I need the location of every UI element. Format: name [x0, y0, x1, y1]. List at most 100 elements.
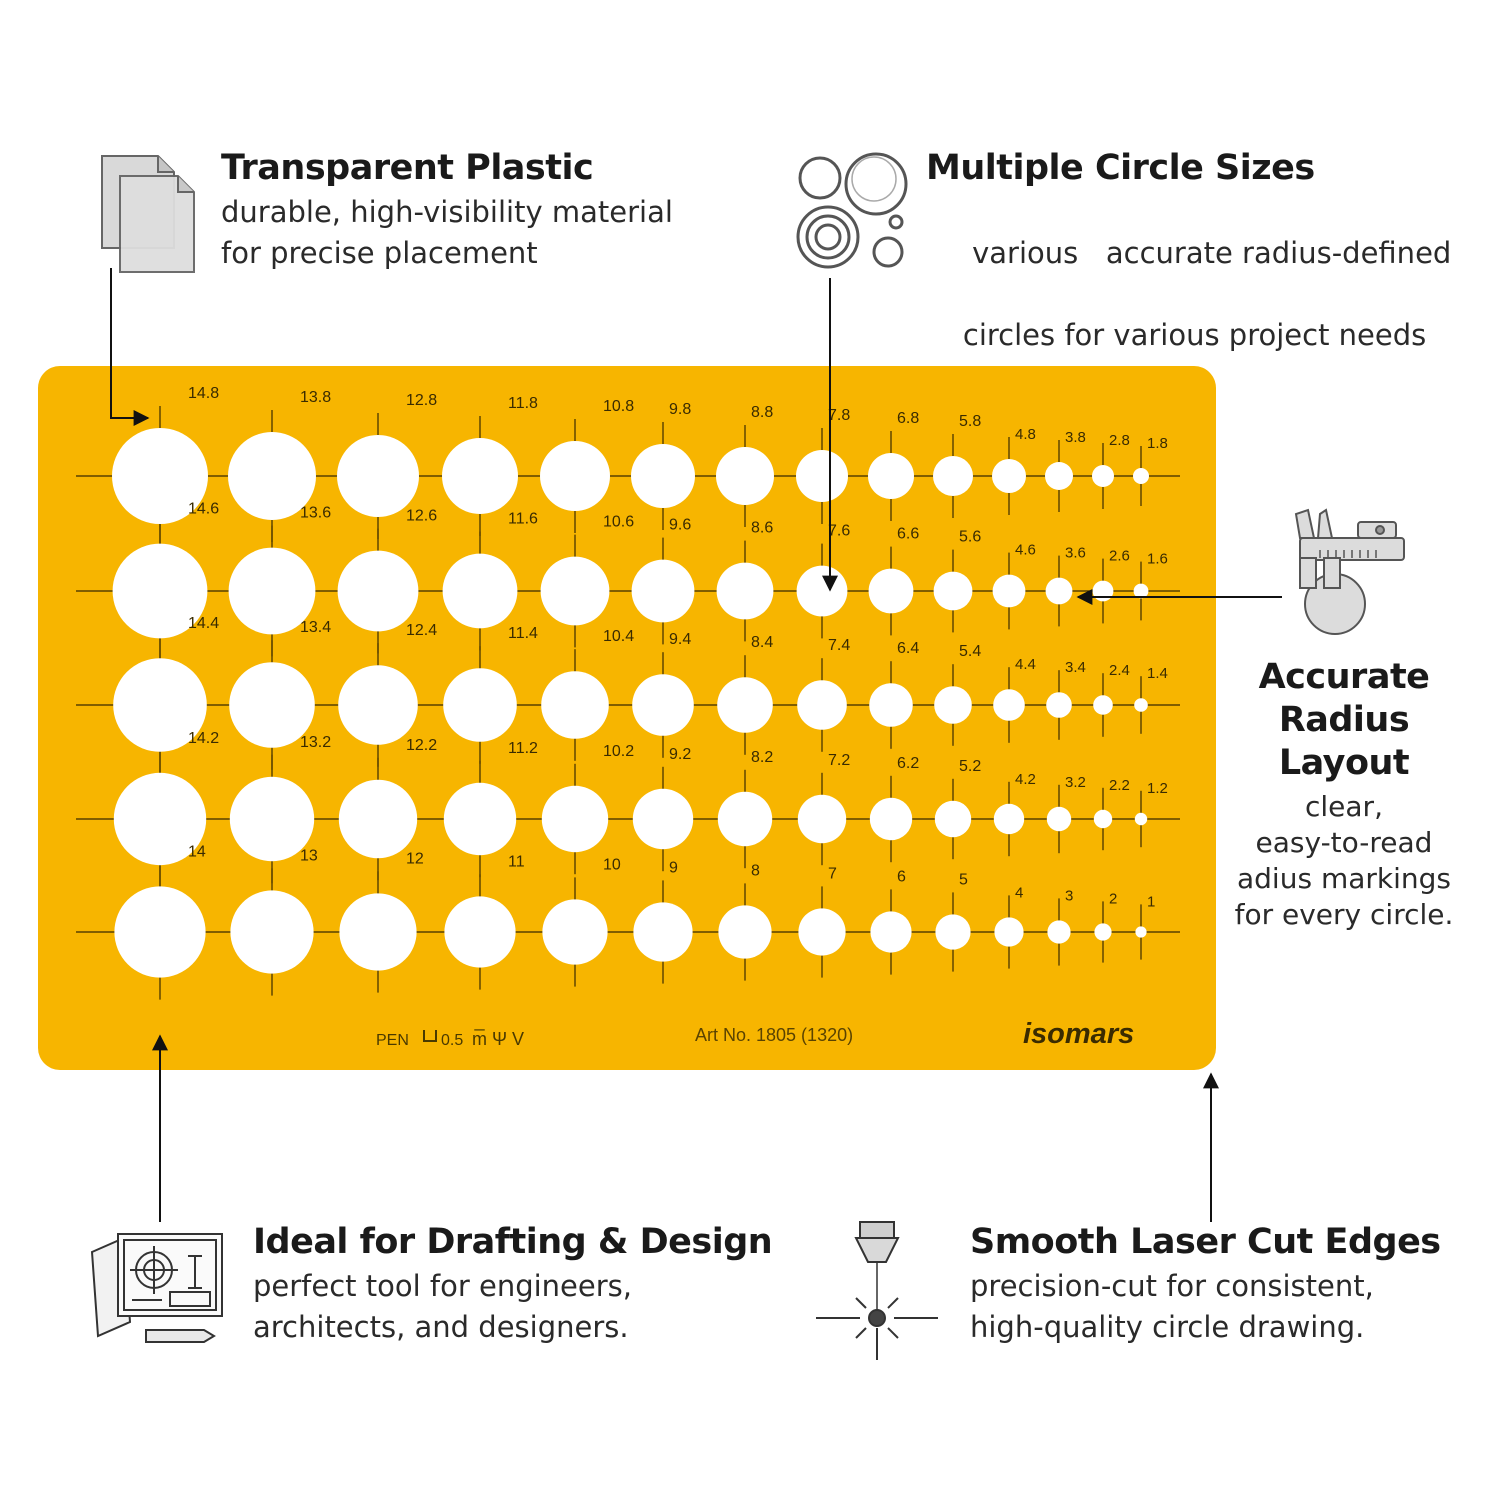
feature-circles-desc: various accurate radius-defined circles … — [926, 192, 1451, 397]
feature-transparent: Transparent Plastic durable, high-visibi… — [221, 148, 673, 274]
stencil-circle — [868, 568, 914, 614]
stencil-radius-label: 8.6 — [751, 520, 773, 537]
stencil-circle — [1094, 923, 1112, 941]
feature-transparent-desc: durable, high-visibility material for pr… — [221, 192, 673, 274]
stencil-radius-label: 7.6 — [828, 523, 850, 540]
stencil-radius-label: 11.6 — [508, 511, 538, 528]
stencil-circle — [796, 565, 848, 617]
stencil-circle — [1045, 577, 1073, 605]
stencil-radius-label: 14 — [188, 843, 206, 860]
stencil-circle — [1133, 468, 1149, 484]
stencil-circle — [338, 665, 418, 745]
stencil-circle — [797, 794, 847, 844]
feature-radius-title-line2: Radius — [1278, 700, 1410, 740]
stencil-radius-label: 14.2 — [188, 730, 219, 747]
stencil-radius-label: 3.8 — [1065, 429, 1086, 446]
stencil-radius-label: 11.2 — [508, 740, 538, 757]
feature-drafting-line1: perfect tool for engineers, — [253, 1269, 632, 1303]
stencil-radius-label: 4.6 — [1015, 542, 1036, 559]
stencil-radius-label: 6.4 — [897, 640, 919, 657]
stencil-radius-label: 3.4 — [1065, 659, 1086, 676]
stencil-circle — [541, 785, 609, 853]
arrow-transparent — [110, 268, 150, 426]
feature-laser-line1: precision-cut for consistent, — [970, 1269, 1374, 1303]
stencil-circle — [1047, 920, 1071, 944]
stencil-circle — [933, 571, 973, 611]
stencil-circle — [868, 453, 914, 499]
stencil-radius-label: 8.8 — [751, 404, 773, 421]
feature-circles-line2: circles for various project needs — [962, 318, 1427, 352]
stencil-circle — [540, 441, 610, 511]
feature-circles-title: Multiple Circle Sizes — [926, 148, 1315, 188]
pen-label: PEN — [376, 1032, 409, 1049]
feature-transparent-title: Transparent Plastic — [221, 148, 594, 188]
stencil-radius-label: 1.2 — [1147, 780, 1168, 797]
stencil-radius-label: 3.6 — [1065, 545, 1086, 562]
stencil-circle — [797, 680, 847, 730]
stencil-radius-label: 4.2 — [1015, 771, 1036, 788]
stencil-circle — [993, 803, 1025, 835]
stencil-plate — [38, 366, 1216, 1070]
stencil-circle — [870, 911, 912, 953]
stencil-circle — [1046, 692, 1072, 718]
stencil-circle — [1092, 580, 1114, 602]
feature-radius-desc: clear, easy-to-read adius markings for e… — [1226, 789, 1462, 933]
stencil-radius-label: 10.8 — [603, 398, 634, 415]
stencil-circle — [1046, 806, 1072, 832]
stencil-radius-label: 7 — [828, 865, 837, 882]
stencil-radius-label: 14.8 — [188, 385, 219, 402]
stencil-circle — [443, 782, 517, 856]
stencil-radius-label: 11 — [508, 853, 525, 870]
circles-icon — [796, 152, 908, 269]
stencil-circle — [540, 556, 610, 626]
stencil-circle — [228, 432, 316, 520]
stencil-circle — [230, 890, 314, 974]
feature-radius-line1: clear, — [1305, 790, 1383, 823]
stencil-circle — [114, 886, 206, 978]
feature-drafting: Ideal for Drafting & Design perfect tool… — [253, 1222, 773, 1348]
stencil-circle — [228, 547, 316, 635]
stencil-radius-label: 7.4 — [828, 637, 850, 654]
stencil-circle — [992, 574, 1026, 608]
stencil-circle — [443, 668, 517, 742]
stencil-radius-label: 7.8 — [828, 407, 850, 424]
stencil-circle — [934, 800, 972, 838]
stencil-radius-label: 4.4 — [1015, 656, 1036, 673]
stencil-circle — [1134, 698, 1148, 712]
stencil-circle — [798, 908, 846, 956]
feature-drafting-title: Ideal for Drafting & Design — [253, 1222, 773, 1262]
stencil-circle — [994, 917, 1024, 947]
stencil-radius-label: 4 — [1015, 884, 1023, 901]
stencil-radius-label: 5 — [959, 871, 968, 888]
pen-symbols: m̅ Ψ V — [472, 1029, 524, 1049]
stencil-radius-label: 10.4 — [603, 628, 634, 645]
stencil-radius-label: 6.2 — [897, 755, 919, 772]
stencil-radius-label: 9.2 — [669, 746, 691, 763]
stencil-radius-label: 1 — [1147, 893, 1155, 910]
stencil-circle — [934, 686, 972, 724]
stencil-radius-label: 11.8 — [508, 395, 538, 412]
stencil-radius-label: 9.8 — [669, 401, 691, 418]
stencil-radius-label: 5.2 — [959, 758, 981, 775]
stencil-radius-label: 5.4 — [959, 643, 981, 660]
stencil-circle — [869, 797, 913, 841]
blueprint-icon — [90, 1233, 223, 1343]
stencil-radius-label: 9 — [669, 859, 678, 876]
feature-laser-title: Smooth Laser Cut Edges — [970, 1222, 1441, 1262]
stencil-circle — [631, 559, 695, 623]
stencil-radius-label: 1.8 — [1147, 435, 1168, 452]
connector-arrows — [110, 268, 1282, 1222]
stencil-circle — [632, 788, 694, 850]
stencil-radius-label: 11.4 — [508, 625, 538, 642]
stencil-circle — [337, 435, 419, 517]
feature-transparent-line1: durable, high-visibility material — [221, 195, 673, 229]
stencil-circle — [1092, 465, 1114, 487]
stencil-radius-label: 6.6 — [897, 526, 919, 543]
stencil-circle — [717, 791, 773, 847]
stencil-radius-label: 3 — [1065, 887, 1073, 904]
stencil-radius-label: 13.6 — [300, 505, 331, 522]
feature-radius-title-line1: Accurate — [1258, 657, 1430, 697]
stencil-radius-label: 10 — [603, 856, 621, 873]
stencil-circle — [338, 779, 418, 859]
stencil-circle — [993, 689, 1025, 721]
